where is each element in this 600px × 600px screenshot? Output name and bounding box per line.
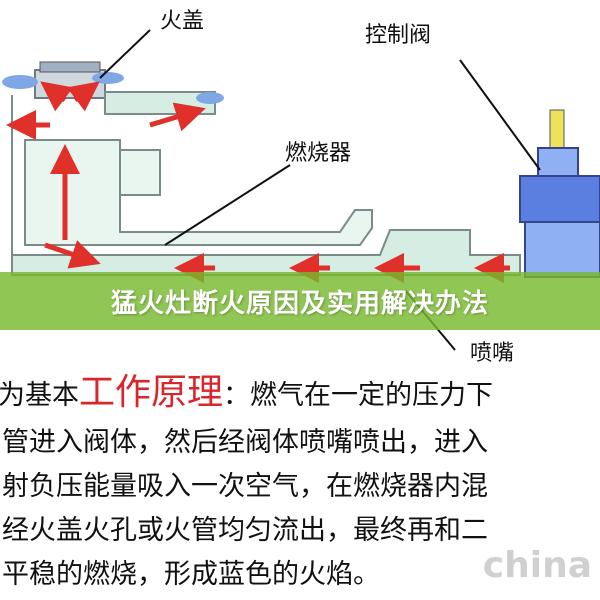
fire-cover-shape [2, 61, 224, 104]
label-control-valve: 控制阀 [365, 23, 431, 48]
description-line-4: 经火盖火孔或火管均匀流出，最终再和二 [2, 515, 488, 546]
label-nozzle: 喷嘴 [470, 341, 514, 366]
control-valve-shape [519, 109, 600, 278]
highlight-working-principle: 工作原理 [79, 372, 224, 413]
title-banner: 猛火灶断火原因及实用解决办法 [0, 272, 600, 330]
page-title: 猛火灶断火原因及实用解决办法 [110, 288, 489, 319]
description-block: 为基本工作原理：燃气在一定的压力下 管进入阀体，然后经阀体喷嘴喷出，进入 射负压… [0, 368, 600, 600]
description-line-5: 平稳的燃烧，形成蓝色的火焰。 [2, 559, 380, 590]
description-line-3: 射负压能量吸入一次空气，在燃烧器内混 [2, 471, 488, 502]
watermark: china [482, 545, 592, 586]
label-fire-cover: 火盖 [160, 9, 204, 34]
description-line-1: 为基本工作原理：燃气在一定的压力下 [0, 372, 494, 413]
description-line-2: 管进入阀体，然后经阀体喷嘴喷出，进入 [2, 427, 488, 458]
label-burner: 燃烧器 [285, 141, 351, 166]
airflow-arrows [5, 81, 510, 283]
burner-body [11, 69, 521, 276]
